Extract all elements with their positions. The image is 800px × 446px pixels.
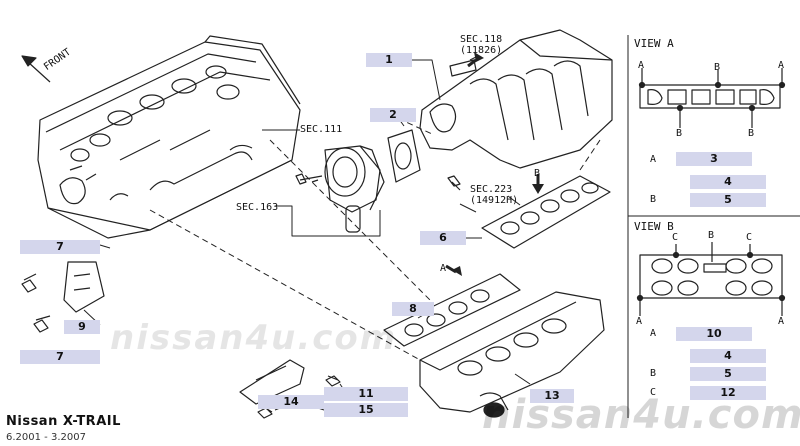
footer-dates: 6.2001 - 3.2007 [6, 432, 86, 443]
callout-11[interactable]: 11 [324, 387, 408, 401]
arrow-b-icon [532, 174, 544, 194]
bolts-drawing [311, 175, 461, 191]
view-a-row-3-letter: B [650, 194, 657, 205]
view-b-row-4-part[interactable]: 12 [690, 386, 766, 400]
throttle-body-drawing [295, 145, 385, 233]
view-a-title: VIEW A [634, 37, 674, 50]
view-b-marker-a-right: A [778, 316, 785, 327]
view-b-marker-a-left: A [636, 316, 643, 327]
view-b-row-2-part[interactable]: 4 [690, 349, 766, 363]
dashed-lines [149, 109, 601, 361]
callout-7-top[interactable]: 7 [20, 240, 100, 254]
view-b-row-1-part[interactable]: 10 [676, 327, 752, 341]
view-b-row-3-part[interactable]: 5 [690, 367, 766, 381]
intake-collector-drawing [419, 29, 613, 169]
arrow-letter-b: B [534, 168, 541, 179]
callout-6[interactable]: 6 [420, 231, 466, 245]
sec223-label-line1: SEC.223 [470, 184, 513, 195]
view-b-title: VIEW B [634, 220, 674, 233]
sec223-label-line2: (14912H) [470, 195, 519, 206]
view-a-row-3-part[interactable]: 5 [690, 193, 766, 207]
arrow-letter-a: A [440, 263, 447, 274]
bracket-left-drawing [21, 261, 105, 333]
view-b-row-1-letter: A [650, 328, 657, 339]
front-arrow-icon [21, 55, 51, 83]
sec118-label-line2: (11826) [460, 45, 503, 56]
callout-8[interactable]: 8 [392, 302, 434, 316]
callout-13[interactable]: 13 [530, 389, 574, 403]
view-b-row-3-letter: B [650, 368, 657, 379]
section-dividers [627, 35, 800, 418]
view-b-gasket-drawing [636, 242, 786, 316]
watermark-center: nissan4u.com [110, 318, 398, 358]
throttle-gasket-drawing [387, 129, 421, 183]
upper-gasket-drawing [481, 175, 611, 249]
sec118-label-line1: SEC.118 [460, 34, 503, 45]
callout-9[interactable]: 9 [64, 320, 100, 334]
callout-1[interactable]: 1 [366, 53, 412, 67]
view-a-gasket-drawing [638, 68, 786, 128]
view-b-marker-c-left: C [672, 232, 679, 243]
view-a-row-1-letter: A [650, 154, 657, 165]
view-a-marker-a-right: A [778, 60, 785, 71]
view-a-row-1-part[interactable]: 3 [676, 152, 752, 166]
lower-manifold-drawing [419, 291, 605, 418]
view-a-marker-b-right: B [748, 128, 755, 139]
bracket-bottom-drawing [239, 359, 341, 419]
callout-2[interactable]: 2 [370, 108, 416, 122]
cylinder-head-drawing [37, 35, 301, 239]
view-a-marker-b-left: B [676, 128, 683, 139]
callout-7-bottom[interactable]: 7 [20, 350, 100, 364]
sec111-label: SEC.111 [300, 124, 343, 135]
view-a-row-2-part[interactable]: 4 [690, 175, 766, 189]
view-b-marker-c-right: C [746, 232, 753, 243]
sec163-label: SEC.163 [236, 202, 279, 213]
view-a-marker-a-left: A [638, 60, 645, 71]
view-a-marker-b-top: B [714, 62, 721, 73]
callout-14[interactable]: 14 [258, 395, 324, 409]
view-b-row-4-letter: C [650, 387, 657, 398]
footer-model: Nissan X-TRAIL [6, 414, 121, 429]
view-b-marker-b-top: B [708, 230, 715, 241]
arrow-sec118-icon [467, 52, 484, 68]
arrow-a-icon [445, 264, 462, 276]
lower-gasket-drawing [383, 273, 521, 347]
callout-15[interactable]: 15 [324, 403, 408, 417]
